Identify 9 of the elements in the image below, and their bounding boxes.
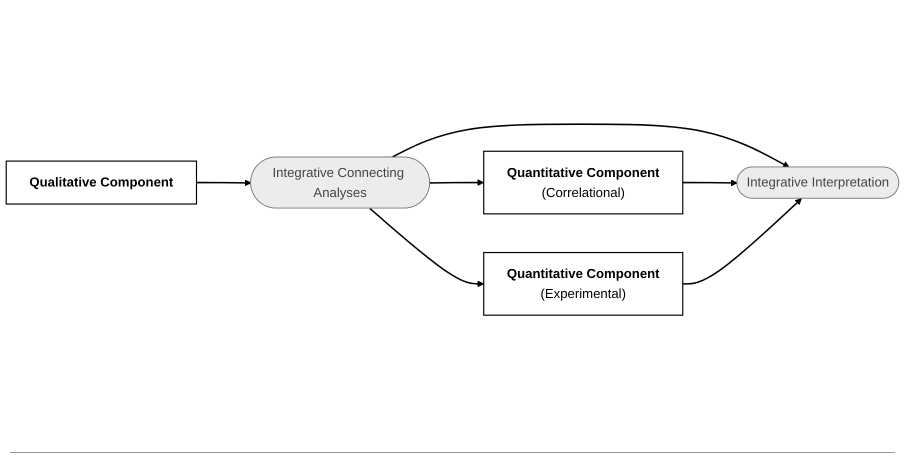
node-box: Quantitative Component (Correlational): [483, 150, 684, 215]
arrow: [682, 180, 738, 187]
arrow: [196, 180, 252, 187]
arrow: [369, 208, 484, 288]
node-box: Quantitative Component (Experimental): [483, 252, 684, 316]
node-box: Qualitative Component: [6, 160, 198, 205]
arrow: [682, 198, 802, 285]
arrow: [391, 124, 790, 168]
arrow: [430, 179, 484, 186]
